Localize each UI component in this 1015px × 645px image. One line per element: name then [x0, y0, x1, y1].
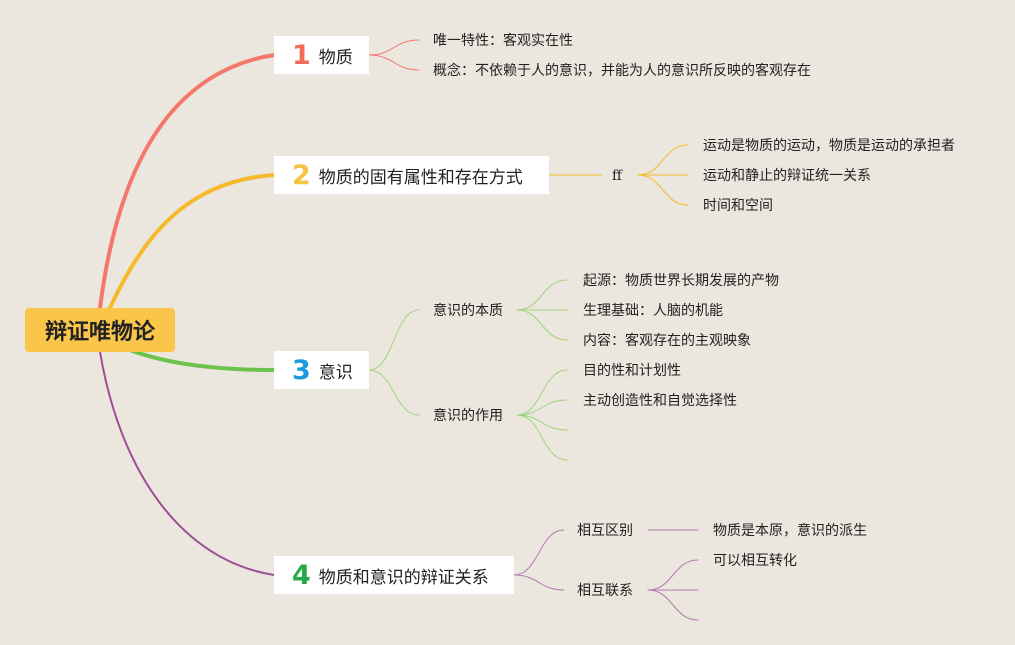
connector-1: [368, 54, 420, 71]
leaf-node[interactable]: 目的性和计划性: [583, 363, 681, 379]
connector-4: [647, 589, 699, 621]
branch-2: [108, 173, 276, 310]
connector-4: [513, 529, 565, 576]
leaf-node[interactable]: 概念：不依赖于人的意识，并能为人的意识所反映的客观存在: [433, 63, 811, 79]
connector-3: [516, 414, 568, 461]
connector-3: [516, 399, 568, 416]
connector-1: [368, 39, 420, 56]
leaf-node[interactable]: 可以相互转化: [713, 553, 797, 569]
topic-label: 物质的固有属性和存在方式: [318, 167, 523, 188]
leaf-node[interactable]: 运动和静止的辩证统一关系: [703, 168, 871, 184]
subtopic-role[interactable]: 意识的作用: [433, 408, 503, 424]
connector-3: [516, 309, 568, 341]
leaf-node[interactable]: 物质是本原，意识的派生: [713, 523, 867, 539]
topic-dialectical-relation[interactable]: 4 物质和意识的辩证关系: [274, 556, 514, 594]
branch-4: [99, 351, 275, 576]
leaf-node[interactable]: 内容：客观存在的主观映象: [583, 333, 751, 349]
topic-label: 意识: [318, 362, 353, 383]
topic-label: 物质和意识的辩证关系: [318, 567, 489, 588]
connector-2: [637, 174, 689, 206]
topic-number-1: 1: [292, 39, 311, 71]
leaf-node[interactable]: 时间和空间: [703, 198, 773, 214]
connector-4: [513, 574, 565, 591]
topic-matter[interactable]: 1 物质: [274, 36, 369, 74]
subtopic-connection[interactable]: 相互联系: [577, 583, 633, 599]
connector-3: [516, 414, 568, 431]
topic-consciousness[interactable]: 3 意识: [274, 351, 369, 389]
leaf-node[interactable]: 唯一特性：客观实在性: [433, 33, 573, 49]
connector-2: [637, 144, 689, 176]
connector-3: [516, 279, 568, 311]
connector-3: [368, 369, 420, 416]
branch-1: [98, 53, 276, 310]
subtopic-nature[interactable]: 意识的本质: [433, 303, 503, 319]
connector-4: [647, 559, 699, 591]
subtopic-difference[interactable]: 相互区别: [577, 523, 633, 539]
topic-number-4: 4: [292, 559, 311, 591]
branch-3: [128, 348, 276, 372]
root-label: 辩证唯物论: [44, 320, 155, 345]
leaf-node[interactable]: 起源：物质世界长期发展的产物: [583, 273, 779, 289]
topic-number-3: 3: [292, 354, 311, 386]
topic-matter-attributes[interactable]: 2 物质的固有属性和存在方式: [274, 156, 549, 194]
subtopic-ff[interactable]: ff: [612, 168, 622, 184]
root-topic[interactable]: 辩证唯物论: [25, 308, 175, 352]
connector-3: [368, 309, 420, 371]
topic-label: 物质: [318, 47, 353, 68]
topic-number-2: 2: [292, 159, 311, 191]
leaf-node[interactable]: 主动创造性和自觉选择性: [583, 393, 737, 409]
leaf-node[interactable]: 生理基础：人脑的机能: [583, 303, 723, 319]
leaf-node[interactable]: 运动是物质的运动，物质是运动的承担者: [703, 138, 955, 154]
connector-3: [516, 369, 568, 416]
